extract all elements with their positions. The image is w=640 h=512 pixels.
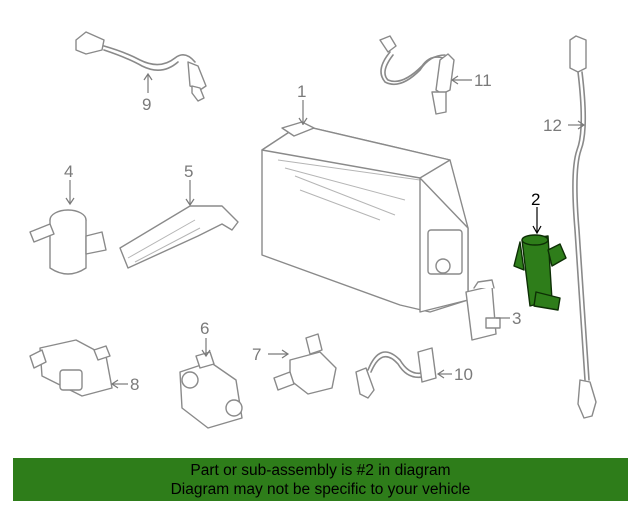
part-5-bracket[interactable] — [119, 180, 239, 269]
part-6-valve-assembly[interactable] — [179, 338, 243, 429]
part-12-sensor-lead[interactable] — [568, 35, 597, 419]
callout-11: 11 — [474, 71, 492, 90]
callout-10: 10 — [454, 365, 473, 384]
callout-3: 3 — [512, 309, 521, 328]
part-8-solenoid[interactable] — [29, 339, 128, 397]
callout-7: 7 — [252, 345, 261, 364]
callout-2: 2 — [531, 190, 540, 209]
part-3-sensor[interactable] — [465, 279, 510, 341]
callout-9: 9 — [142, 95, 151, 114]
parts-diagram: 9 11 12 1 2 3 4 5 6 7 8 10 — [29, 31, 597, 429]
notice-line-2: Diagram may not be specific to your vehi… — [170, 481, 471, 498]
part-2-purge-valve-highlighted[interactable] — [513, 207, 567, 311]
callout-12: 12 — [543, 116, 562, 135]
part-4-valve[interactable] — [29, 180, 107, 275]
callout-5: 5 — [184, 162, 193, 181]
part-1-charcoal-canister[interactable] — [261, 100, 469, 313]
part-11-oxygen-sensor[interactable] — [379, 35, 472, 115]
diagram-notice-banner: Part or sub-assembly is #2 in diagram Di… — [13, 458, 628, 501]
notice-line-1: Part or sub-assembly is #2 in diagram — [190, 462, 451, 479]
part-7-vacuum-switch[interactable] — [268, 333, 337, 395]
part-10-oxygen-sensor[interactable] — [355, 347, 452, 399]
callout-1: 1 — [297, 82, 306, 101]
callout-8: 8 — [130, 375, 139, 394]
callout-4: 4 — [64, 162, 73, 181]
part-9-oxygen-sensor[interactable] — [75, 31, 207, 102]
callout-6: 6 — [200, 319, 209, 338]
